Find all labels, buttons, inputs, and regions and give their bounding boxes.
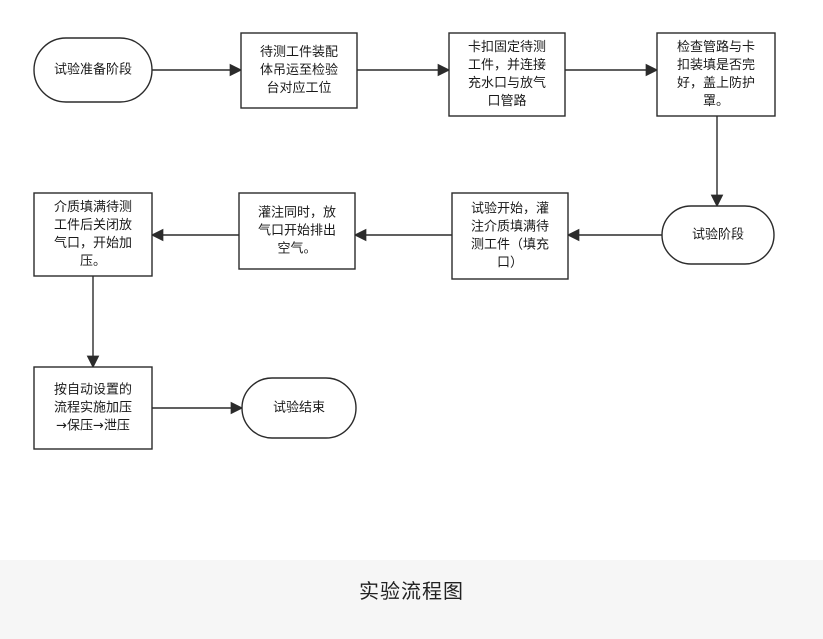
node-label-line: 空气。 [277,241,316,257]
terminal-node-n1: 试验准备阶段 [33,37,153,103]
node-label-line: 试验结束 [273,400,325,416]
node-label-line: 试验准备阶段 [54,62,132,78]
process-box [656,32,776,117]
node-label-line: 按自动设置的 [54,382,132,398]
caption-band: 实验流程图 [0,560,823,639]
terminal-node-n5: 试验阶段 [661,205,775,265]
node-label-line: →保压→泄压 [56,419,130,434]
node-label-line: 罩。 [703,94,729,109]
node-label-line: 气口开始排出 [258,223,336,239]
node-label-line: 好，盖上防护 [677,75,755,91]
process-box [238,192,356,270]
process-box [451,192,569,280]
node-label-line: 待测工件装配 [260,45,338,60]
node-label-line: 气口，开始加 [54,235,132,251]
node-label-line: 流程实施加压 [54,401,132,416]
node-label-line: 灌注同时，放 [258,206,336,221]
node-label-line: 台对应工位 [266,80,331,96]
node-label-line: 压。 [80,254,106,269]
node-label-line: 工件，并连接 [468,57,546,73]
process-box [240,32,358,109]
terminal-node-n10: 试验结束 [241,377,357,439]
terminal-shape [241,377,357,439]
process-box [33,366,153,450]
node-label-line: 试验开始，灌 [471,201,549,217]
process-box [448,32,566,117]
process-box [33,192,153,277]
diagram-caption: 实验流程图 [359,579,464,603]
node-label-line: 口） [497,256,523,271]
node-label-line: 检查管路与卡 [677,39,755,55]
node-label-line: 测工件（填充 [471,237,549,253]
node-label-line: 卡扣固定待测 [468,40,546,55]
node-label-line: 体吊运至检验 [260,62,338,78]
node-label-line: 试验阶段 [692,227,744,243]
node-label-line: 注介质填满待 [471,220,549,235]
node-label-line: 口管路 [487,93,526,109]
node-label-line: 介质填满待测 [54,200,132,215]
terminal-shape [33,37,153,103]
node-label-line: 充水口与放气 [468,75,546,91]
terminal-shape [661,205,775,265]
node-label-line: 扣装填是否完 [677,58,755,73]
node-label-line: 工件后关闭放 [54,218,132,233]
